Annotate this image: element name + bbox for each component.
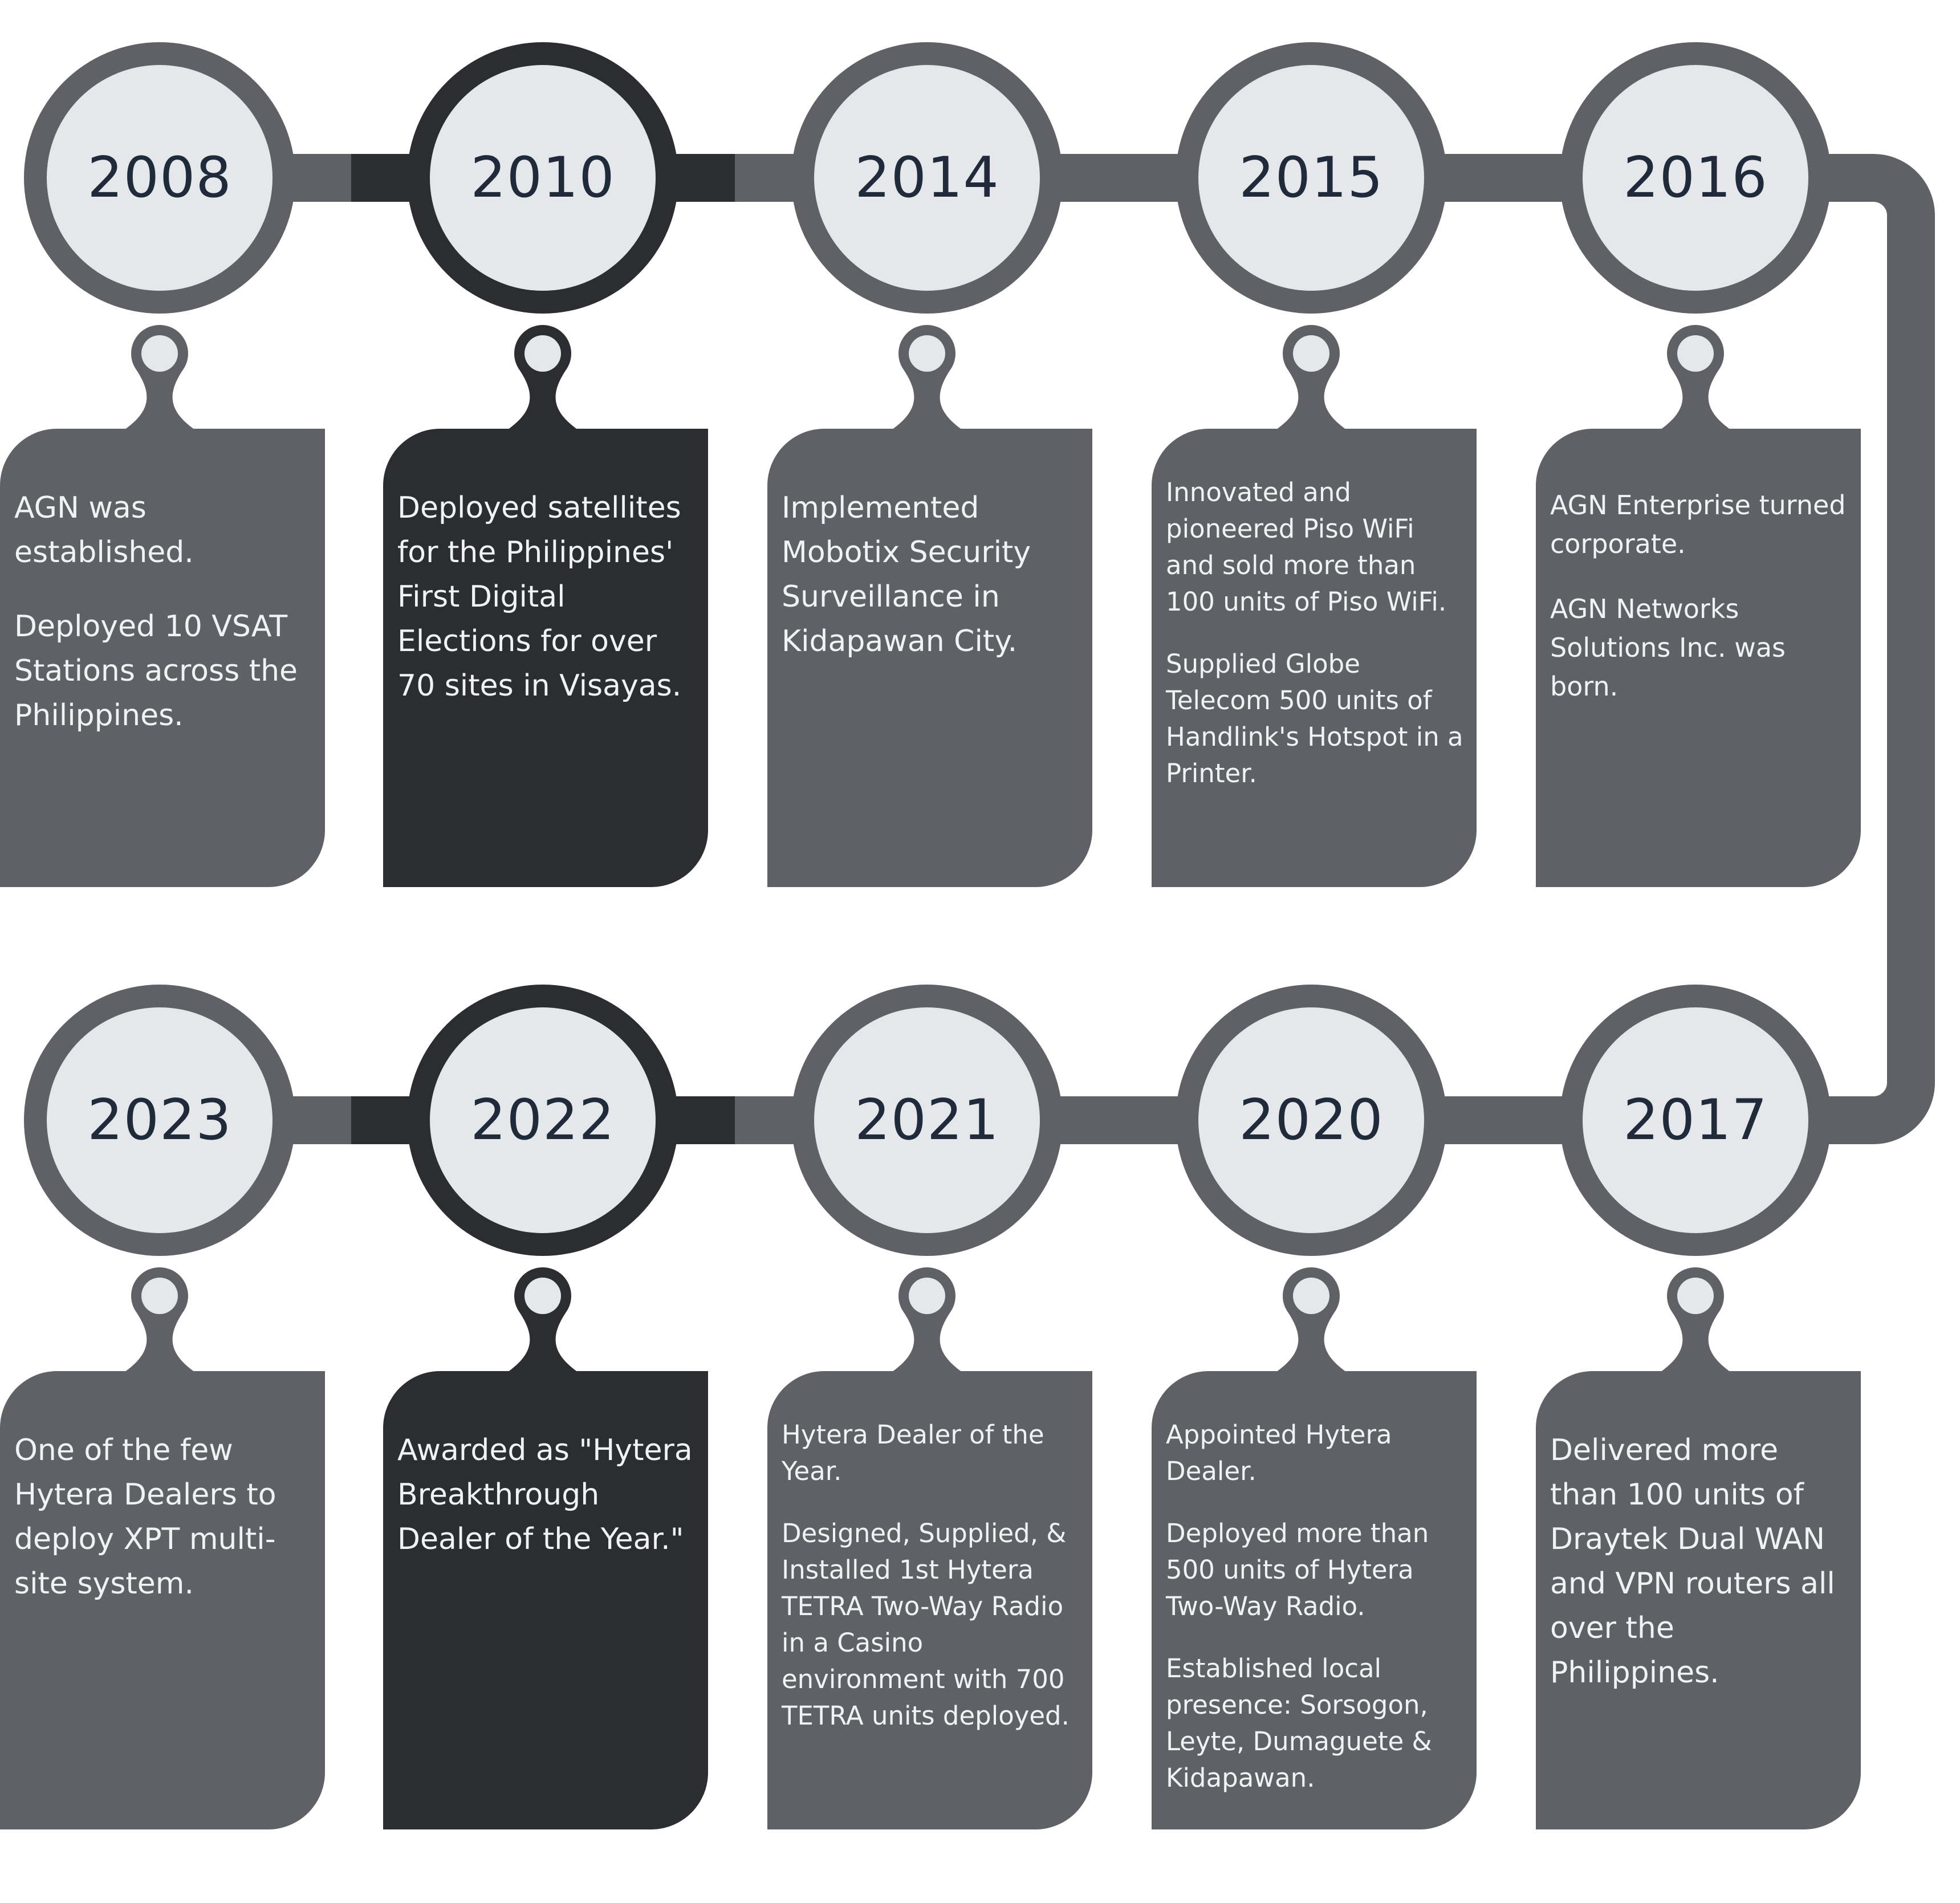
milestone-card: AGN Enterprise turned corporate. AGN Netw…	[1536, 429, 1861, 887]
milestone-description: One of the few Hytera Dealers to deploy …	[14, 1371, 314, 1829]
timeline-return-loop	[1695, 154, 1935, 1144]
year-label: 2015	[1239, 145, 1384, 210]
milestone-paragraph: Appointed Hytera Dealer.	[1166, 1420, 1392, 1486]
pin-neck	[1660, 371, 1731, 430]
milestone-description: AGN was established. Deployed 10 VSAT Sta…	[14, 429, 314, 887]
milestone-card: AGN was established. Deployed 10 VSAT Sta…	[0, 429, 325, 887]
milestone-card: Awarded as "Hytera Breakthrough Dealer o…	[383, 1371, 708, 1829]
milestone-paragraph: Established local presence: Sorsogon, Le…	[1166, 1653, 1432, 1793]
milestone-paragraph: Innovated and pioneered Piso WiFi and so…	[1166, 477, 1447, 617]
milestone-paragraph: Designed, Supplied, & Installed 1st Hyte…	[782, 1518, 1070, 1731]
year-label: 2021	[855, 1088, 999, 1153]
milestone-description: Hytera Dealer of the Year. Designed, Supp…	[782, 1371, 1081, 1829]
pin-dot	[909, 1278, 945, 1314]
pin-neck	[892, 371, 962, 430]
year-node-face	[1198, 1007, 1424, 1233]
year-node-face	[814, 65, 1040, 291]
pin-dot	[909, 335, 945, 372]
pin-neck	[507, 371, 578, 430]
year-node-face	[1583, 65, 1808, 291]
pin-dot	[524, 1278, 561, 1314]
milestone-description: Deployed satellites for the Philippines'…	[397, 429, 697, 887]
milestone-paragraph: AGN was established.	[14, 491, 194, 570]
pin-neck	[892, 1313, 962, 1372]
year-label: 2022	[470, 1088, 615, 1153]
pin-dot	[141, 335, 178, 372]
year-node-face	[47, 65, 273, 291]
milestone-paragraph: Delivered more than 100 units of Draytek…	[1550, 1433, 1835, 1690]
milestone-card: Innovated and pioneered Piso WiFi and so…	[1152, 429, 1477, 887]
year-label: 2017	[1623, 1088, 1768, 1153]
milestone-paragraph: Deployed more than 500 units of Hytera T…	[1166, 1518, 1429, 1621]
milestone-paragraph: One of the few Hytera Dealers to deploy …	[14, 1433, 276, 1601]
milestone-description: Awarded as "Hytera Breakthrough Dealer o…	[397, 1371, 697, 1829]
milestone-card: Hytera Dealer of the Year. Designed, Supp…	[767, 1371, 1092, 1829]
milestone-description: Innovated and pioneered Piso WiFi and so…	[1166, 429, 1465, 887]
pin-dot	[1677, 335, 1714, 372]
milestone-card: Implemented Mobotix Security Surveillanc…	[767, 429, 1092, 887]
year-node-face	[47, 1007, 273, 1233]
year-node-face	[430, 1007, 656, 1233]
pin-neck	[124, 371, 195, 430]
year-label: 2016	[1623, 145, 1768, 210]
pin-neck	[1276, 1313, 1347, 1372]
milestone-description: Implemented Mobotix Security Surveillanc…	[782, 429, 1081, 887]
year-node-face	[430, 65, 656, 291]
year-label: 2014	[855, 145, 999, 210]
milestone-paragraph: Hytera Dealer of the Year.	[782, 1420, 1044, 1486]
pin-dot	[524, 335, 561, 372]
pin-neck	[124, 1313, 195, 1372]
pin-dot	[1677, 1278, 1714, 1314]
milestone-card: One of the few Hytera Dealers to deploy …	[0, 1371, 325, 1829]
year-label: 2020	[1239, 1088, 1384, 1153]
milestone-paragraph: Supplied Globe Telecom 500 units of Hand…	[1166, 649, 1463, 788]
milestone-paragraph: Implemented Mobotix Security Surveillanc…	[782, 491, 1031, 658]
milestone-paragraph: AGN Networks Solutions Inc. was born.	[1550, 593, 1786, 702]
pin-dot	[141, 1278, 178, 1314]
milestone-description: AGN Enterprise turned corporate. AGN Netw…	[1550, 429, 1849, 887]
year-label: 2010	[470, 145, 615, 210]
year-node-face	[1583, 1007, 1808, 1233]
year-node-face	[814, 1007, 1040, 1233]
pin-dot	[1293, 335, 1329, 372]
pin-dot	[1293, 1278, 1329, 1314]
timeline-nodes	[24, 42, 1831, 1372]
pin-neck	[1276, 371, 1347, 430]
milestone-description: Appointed Hytera Dealer. Deployed more th…	[1166, 1371, 1465, 1829]
milestone-card: Appointed Hytera Dealer. Deployed more th…	[1152, 1371, 1477, 1829]
milestone-card: Deployed satellites for the Philippines'…	[383, 429, 708, 887]
year-label: 2023	[87, 1088, 232, 1153]
year-label: 2008	[87, 145, 232, 210]
milestone-card: Delivered more than 100 units of Draytek…	[1536, 1371, 1861, 1829]
pin-neck	[507, 1313, 578, 1372]
milestone-paragraph: Deployed 10 VSAT Stations across the Phi…	[14, 609, 298, 733]
milestone-paragraph: AGN Enterprise turned corporate.	[1550, 490, 1846, 559]
year-node-face	[1198, 65, 1424, 291]
pin-neck	[1660, 1313, 1731, 1372]
milestone-paragraph: Deployed satellites for the Philippines'…	[397, 491, 682, 703]
milestone-paragraph: Awarded as "Hytera Breakthrough Dealer o…	[397, 1433, 693, 1556]
milestone-description: Delivered more than 100 units of Draytek…	[1550, 1371, 1849, 1829]
